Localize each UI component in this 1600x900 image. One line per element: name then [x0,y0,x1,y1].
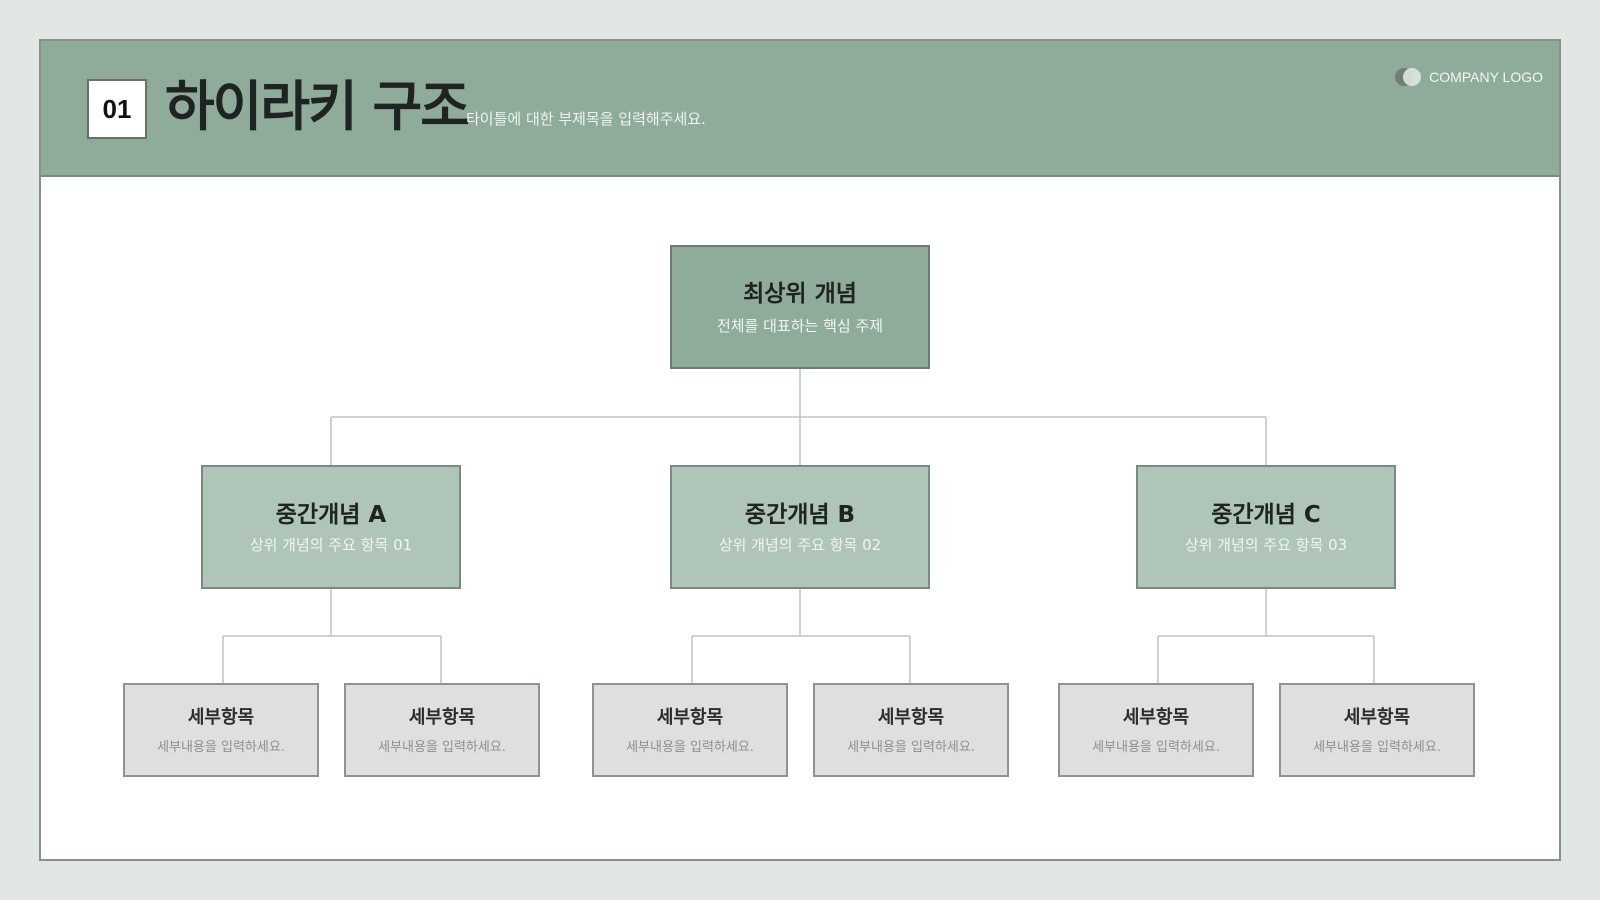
node-title: 세부항목 [187,706,255,728]
node-desc: 상위 개념의 주요 항목 03 [1184,535,1348,554]
node-title: 세부항목 [408,706,476,728]
node-title: 세부항목 [877,706,945,728]
node-desc: 세부내용을 입력하세요. [847,739,975,755]
detail-node: 세부항목 세부내용을 입력하세요. [1279,683,1475,777]
page-title: 하이라키 구조 [165,75,470,138]
page-subtitle: 타이틀에 대한 부제목을 입력해주세요. [466,110,706,128]
detail-node: 세부항목 세부내용을 입력하세요. [123,683,319,777]
detail-node: 세부항목 세부내용을 입력하세요. [592,683,788,777]
logo-text: COMPANY LOGO [1429,69,1543,85]
node-desc: 세부내용을 입력하세요. [157,739,285,755]
detail-node: 세부항목 세부내용을 입력하세요. [344,683,540,777]
node-desc: 세부내용을 입력하세요. [378,739,506,755]
node-title: 세부항목 [656,706,724,728]
mid-concept-node-a: 중간개념 A 상위 개념의 주요 항목 01 [201,465,461,589]
node-desc: 상위 개념의 주요 항목 02 [718,535,882,554]
detail-node: 세부항목 세부내용을 입력하세요. [1058,683,1254,777]
mid-concept-node-c: 중간개념 C 상위 개념의 주요 항목 03 [1136,465,1396,589]
company-logo: COMPANY LOGO [1395,68,1543,86]
top-concept-node: 최상위 개념 전체를 대표하는 핵심 주제 [670,245,930,369]
detail-node: 세부항목 세부내용을 입력하세요. [813,683,1009,777]
node-title: 세부항목 [1122,706,1190,728]
logo-circles-icon [1395,68,1422,86]
node-title: 중간개념 C [1211,501,1321,528]
header-bar: 01 하이라키 구조 타이틀에 대한 부제목을 입력해주세요. COMPANY … [41,41,1559,177]
node-desc: 세부내용을 입력하세요. [1092,739,1220,755]
node-desc: 세부내용을 입력하세요. [1313,739,1441,755]
node-title: 최상위 개념 [743,280,857,307]
node-desc: 상위 개념의 주요 항목 01 [249,535,413,554]
node-title: 중간개념 B [744,501,856,528]
node-title: 중간개념 A [275,501,387,528]
node-desc: 세부내용을 입력하세요. [626,739,754,755]
section-number: 01 [87,79,147,139]
mid-concept-node-b: 중간개념 B 상위 개념의 주요 항목 02 [670,465,930,589]
node-desc: 전체를 대표하는 핵심 주제 [716,316,884,335]
node-title: 세부항목 [1343,706,1411,728]
